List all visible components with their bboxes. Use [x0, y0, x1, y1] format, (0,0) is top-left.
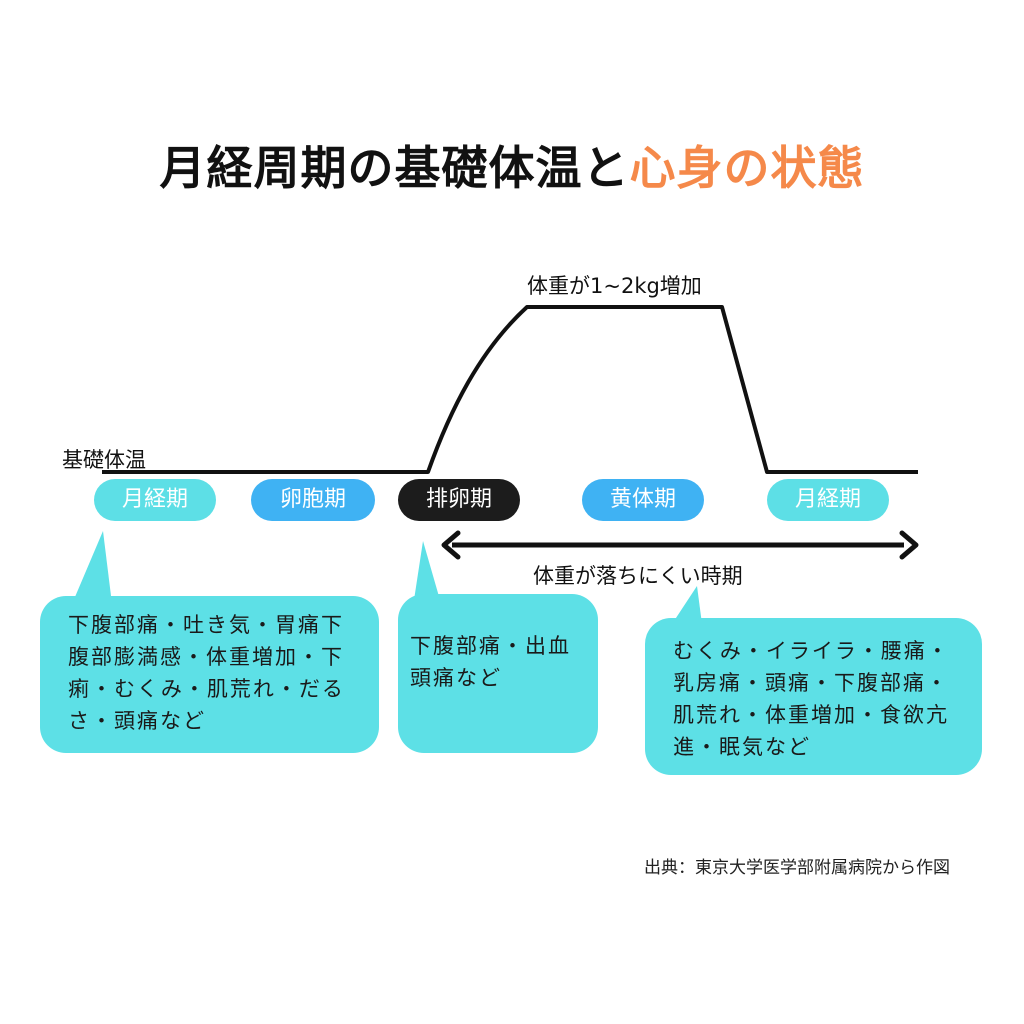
phase-ovulation: 排卵期 — [398, 479, 520, 521]
weight-gain-label: 体重が1~2kg増加 — [527, 274, 702, 298]
title-accent: 心身の状態 — [629, 141, 865, 195]
hard-to-lose-label: 体重が落ちにくい時期 — [533, 564, 743, 588]
bubble-luteal-symptoms: むくみ・イライラ・腰痛・乳房痛・頭痛・下腹部痛・肌荒れ・体重増加・食欲亢進・眠気… — [645, 618, 982, 775]
source-citation: 出典：東京大学医学部附属病院から作図 — [644, 858, 950, 878]
bubble-ovulation-symptoms: 下腹部痛・出血頭痛など — [398, 594, 598, 753]
bubble-pointer-ovulation — [414, 541, 440, 600]
bubble-pointer-luteal — [672, 586, 702, 624]
phase-menses-2: 月経期 — [767, 479, 889, 521]
bbt-label: 基礎体温 — [62, 448, 146, 472]
title-main: 月経周期の基礎体温と — [159, 141, 630, 195]
arrow-head-left — [441, 530, 461, 560]
bubble-pointer-menses — [72, 531, 112, 604]
bubble-menses-symptoms: 下腹部痛・吐き気・胃痛下腹部膨満感・体重増加・下痢・むくみ・肌荒れ・だるさ・頭痛… — [40, 596, 379, 753]
phase-menses-1: 月経期 — [94, 479, 216, 521]
page-title: 月経周期の基礎体温と心身の状態 — [0, 132, 1024, 198]
phase-luteal: 黄体期 — [582, 479, 704, 521]
arrow-head-right — [899, 530, 919, 560]
phase-follicular: 卵胞期 — [251, 479, 375, 521]
bbt-curve — [102, 305, 918, 474]
